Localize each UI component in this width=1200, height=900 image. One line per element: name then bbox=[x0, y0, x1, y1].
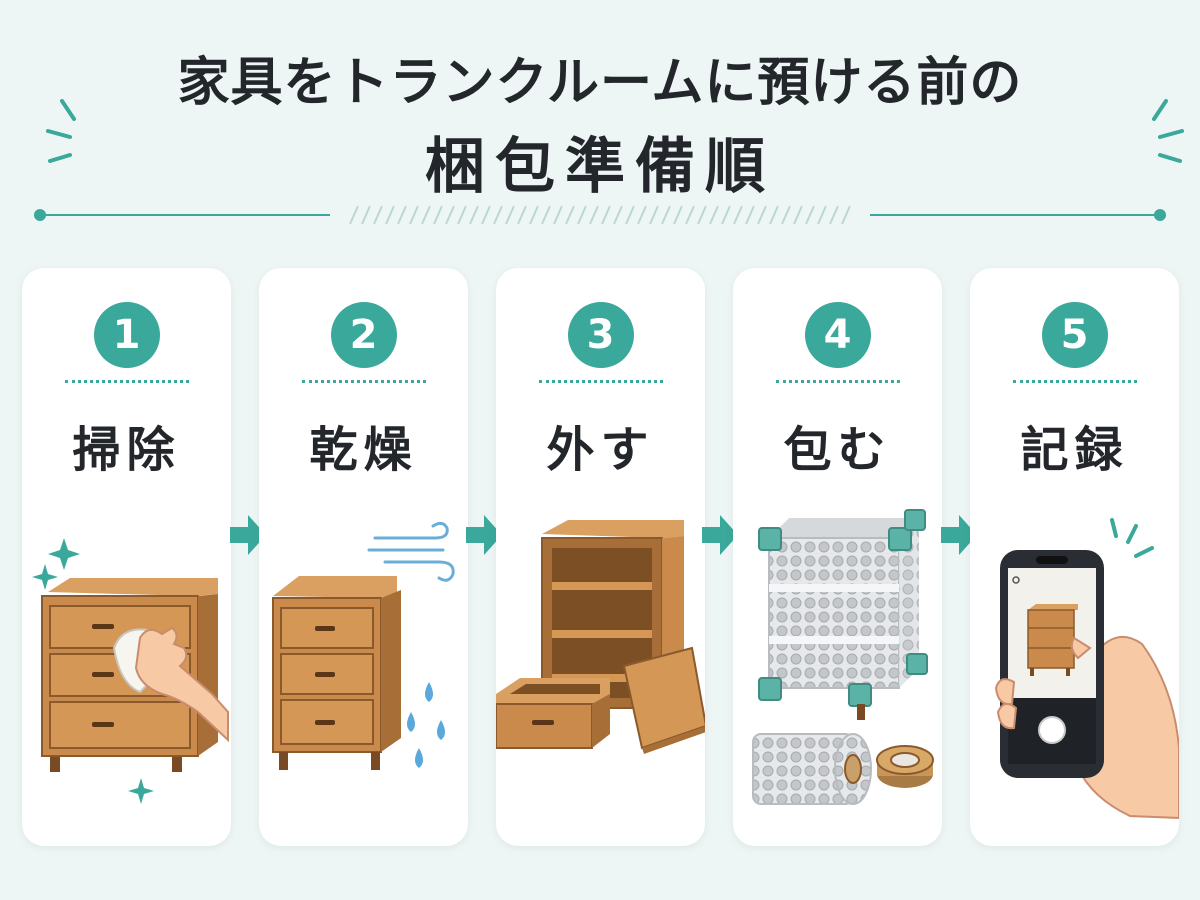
page-title-line2: 梱包準備順 bbox=[425, 132, 775, 202]
step-label: 記録 bbox=[1020, 422, 1129, 478]
dotted-separator bbox=[775, 380, 900, 383]
step-card-5: 5 記録 bbox=[970, 268, 1179, 846]
step-label: 乾燥 bbox=[309, 422, 418, 478]
dotted-separator bbox=[64, 380, 189, 383]
arrow-right-icon bbox=[941, 515, 977, 555]
step-number-badge: 5 bbox=[1041, 302, 1108, 368]
step-card-3: 3 外す bbox=[496, 268, 705, 846]
dresser-wiping-icon bbox=[32, 538, 229, 804]
shelf-disassembled-icon bbox=[496, 520, 705, 754]
smartphone-photo-icon bbox=[994, 518, 1179, 820]
step-number-badge: 1 bbox=[93, 302, 160, 368]
dotted-separator bbox=[301, 380, 426, 383]
dresser-drying-icon bbox=[272, 521, 455, 770]
step-label: 掃除 bbox=[72, 422, 181, 478]
step-card-2: 2 乾燥 bbox=[259, 268, 468, 846]
step-card-4: 4 包む bbox=[733, 268, 942, 846]
step-label: 外す bbox=[546, 422, 655, 478]
bubble-wrap-icon bbox=[752, 509, 934, 805]
arrow-right-icon bbox=[230, 515, 266, 555]
dotted-separator bbox=[538, 380, 663, 383]
step-label: 包む bbox=[783, 422, 892, 478]
right-spark-icon bbox=[1152, 99, 1184, 163]
step-card-1: 1 掃除 bbox=[22, 268, 231, 846]
step-number-badge: 4 bbox=[804, 302, 871, 368]
step-number-badge: 2 bbox=[330, 302, 397, 368]
arrow-right-icon bbox=[466, 515, 502, 555]
left-spark-icon bbox=[46, 99, 76, 163]
title-divider bbox=[34, 205, 1166, 225]
step-number-badge: 3 bbox=[567, 302, 634, 368]
page-title-line1: 家具をトランクルームに預ける前の bbox=[177, 53, 1023, 113]
arrow-right-icon bbox=[702, 515, 738, 555]
dotted-separator bbox=[1012, 380, 1137, 383]
